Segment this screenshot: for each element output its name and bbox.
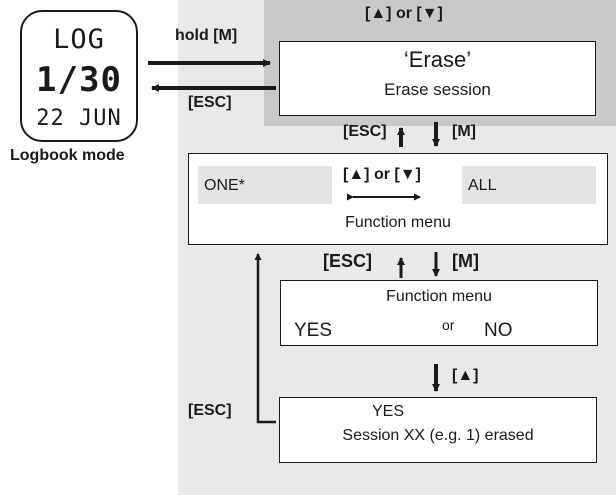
result-line-2: Session XX (e.g. 1) erased	[342, 427, 534, 444]
mid-selector-label: [▲] or [▼]	[343, 166, 421, 183]
no-option: NO	[484, 320, 513, 341]
option-all-cell	[462, 166, 596, 204]
option-one-cell	[198, 166, 332, 204]
function-menu-box-2	[280, 280, 598, 346]
function-menu-caption-2: Function menu	[386, 288, 492, 305]
erase-subtitle: Erase session	[384, 80, 491, 99]
esc-label-1: [ESC]	[343, 123, 387, 140]
m-label-2: [M]	[452, 251, 479, 271]
option-one: ONE*	[204, 177, 245, 194]
esc-label-2: [ESC]	[323, 251, 372, 271]
or-text: or	[442, 317, 455, 333]
function-menu-caption-1: Function menu	[345, 214, 451, 231]
watch-line-3: 22 JUN	[36, 106, 122, 131]
watch-display: LOG 1/30 22 JUN	[20, 10, 138, 142]
arrow-esc-return	[254, 253, 276, 424]
hold-m-label: hold [M]	[175, 27, 238, 44]
erase-title: ‘Erase’	[403, 47, 472, 72]
watch-caption: Logbook mode	[10, 147, 125, 164]
esc-back-label: [ESC]	[188, 94, 232, 111]
result-box	[279, 397, 597, 463]
top-selector-label: [▲] or [▼]	[365, 5, 443, 22]
watch-line-1: LOG	[53, 24, 105, 55]
erase-box	[279, 41, 596, 116]
option-all: ALL	[468, 177, 497, 194]
up-key-label: [▲]	[452, 367, 479, 384]
esc-left-label: [ESC]	[188, 402, 232, 419]
m-label-1: [M]	[452, 123, 476, 140]
watch-line-2: 1/30	[36, 60, 122, 100]
result-line-1: YES	[372, 403, 405, 420]
yes-option: YES	[294, 320, 333, 341]
